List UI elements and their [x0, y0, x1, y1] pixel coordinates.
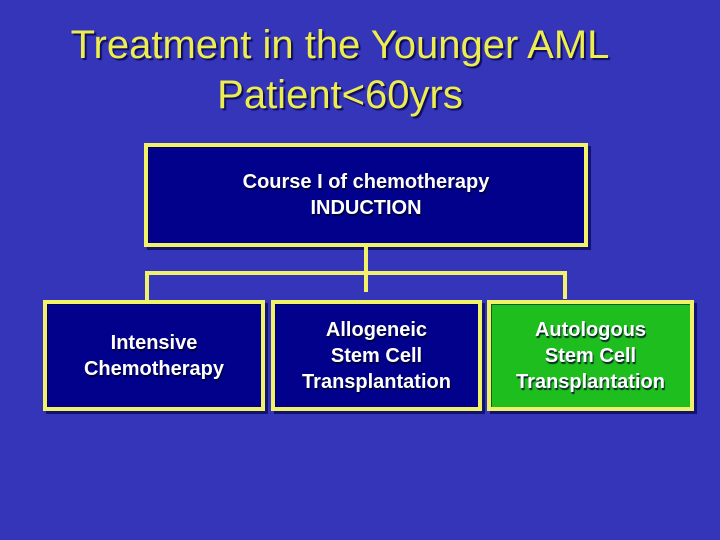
slide-title-line1: Treatment in the Younger AML: [70, 23, 610, 67]
flow-node-allogeneic-sct: Allogeneic Stem Cell Transplantation: [271, 300, 482, 411]
flow-node-line: Transplantation: [516, 370, 665, 393]
flow-node-line: Transplantation: [302, 370, 451, 393]
flow-node-line: Allogeneic: [325, 318, 428, 341]
flow-node-induction: Course I of chemotherapy INDUCTION: [144, 143, 588, 247]
connector-drop-left: [145, 271, 149, 301]
connector-horizontal-bar: [145, 271, 567, 275]
flow-node-induction-line1: Course I of chemotherapy: [242, 171, 490, 193]
connector-drop-right: [563, 271, 567, 299]
slide-title-line2: Patient<60yrs: [217, 73, 463, 117]
flow-node-line: Intensive: [110, 331, 198, 354]
flow-node-line: Autologous: [534, 318, 647, 341]
flow-node-autologous-sct: Autologous Stem Cell Transplantation: [487, 300, 694, 411]
connector-vertical-stub: [364, 247, 368, 292]
flow-node-intensive-chemotherapy: Intensive Chemotherapy: [43, 300, 265, 411]
flow-node-induction-line2: INDUCTION: [310, 197, 422, 219]
flow-node-line: Stem Cell: [544, 344, 637, 367]
flow-node-line: Stem Cell: [330, 344, 423, 367]
flow-node-line: Chemotherapy: [83, 357, 225, 380]
slide-title: Treatment in the Younger AML Patient<60y…: [15, 20, 665, 120]
